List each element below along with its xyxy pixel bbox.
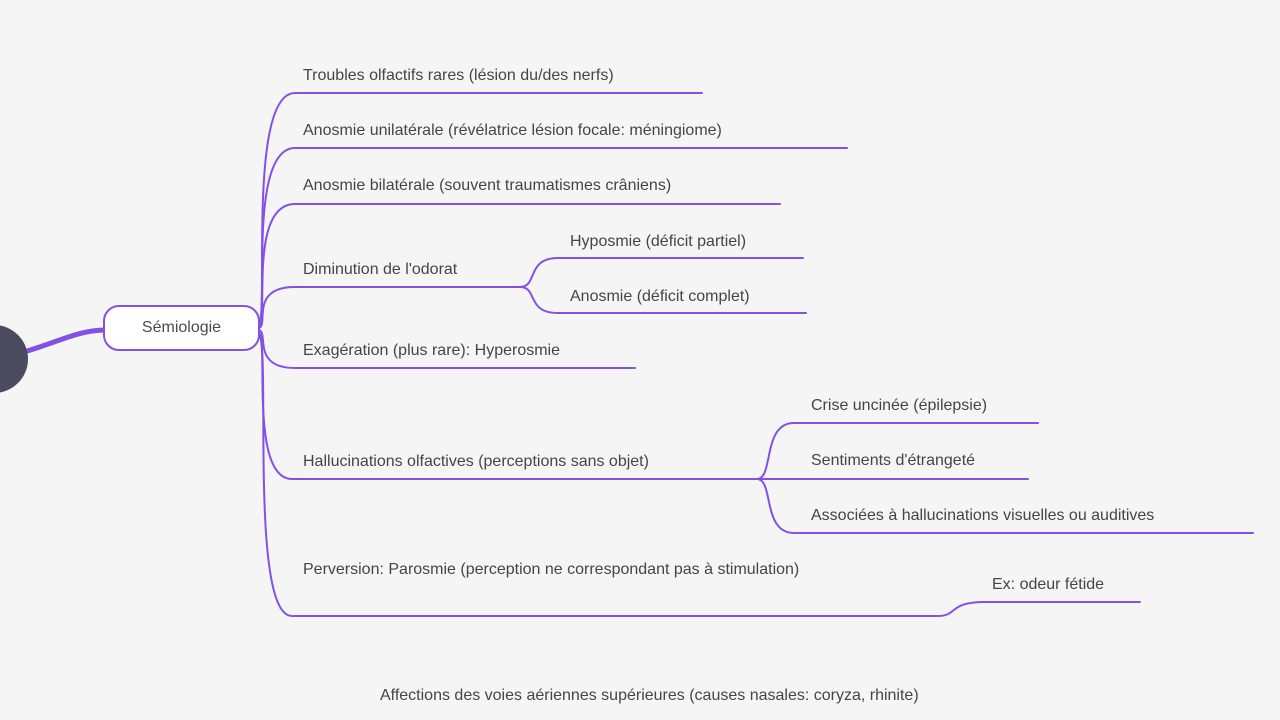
branch-label-perversion[interactable]: Perversion: Parosmie (perception ne corr… — [303, 561, 800, 578]
branch-label-anosmie-complet[interactable]: Anosmie (déficit complet) — [570, 288, 750, 305]
branch-line-crise — [756, 422, 1039, 480]
branch-line-anosmie-bilaterale — [257, 203, 781, 328]
central-node-semiologie[interactable]: Sémiologie — [103, 305, 260, 351]
branch-line-associees — [756, 478, 1254, 534]
branch-line-exageration — [257, 329, 636, 369]
branch-label-crise[interactable]: Crise uncinée (épilepsie) — [811, 397, 988, 414]
branch-line-hyposmie — [519, 257, 804, 288]
branch-label-exageration[interactable]: Exagération (plus rare): Hyperosmie — [303, 342, 560, 359]
branch-label-hallucinations[interactable]: Hallucinations olfactives (perceptions s… — [303, 453, 649, 470]
branch-line-diminution — [257, 286, 521, 329]
branch-label-hyposmie[interactable]: Hyposmie (déficit partiel) — [570, 233, 747, 250]
branch-label-anosmie-bilaterale[interactable]: Anosmie bilatérale (souvent traumatismes… — [303, 177, 672, 194]
branch-label-troubles[interactable]: Troubles olfactifs rares (lésion du/des … — [303, 67, 614, 84]
branch-label-anosmie-unilaterale[interactable]: Anosmie unilatérale (révélatrice lésion … — [303, 122, 722, 139]
central-node-label: Sémiologie — [141, 319, 222, 336]
branch-label-associees[interactable]: Associées à hallucinations visuelles ou … — [811, 507, 1155, 524]
branch-label-ex-odeur[interactable]: Ex: odeur fétide — [992, 576, 1105, 593]
branch-line-perversion — [257, 333, 939, 617]
branch-label-affections[interactable]: Affections des voies aériennes supérieur… — [380, 687, 919, 704]
branch-label-sentiments[interactable]: Sentiments d'étrangeté — [811, 452, 976, 469]
branch-line-ex-odeur — [937, 601, 1141, 617]
root-node-circle[interactable] — [0, 325, 28, 393]
branch-label-diminution[interactable]: Diminution de l'odorat — [303, 261, 458, 278]
branch-line-anosmie-complet — [519, 286, 807, 314]
